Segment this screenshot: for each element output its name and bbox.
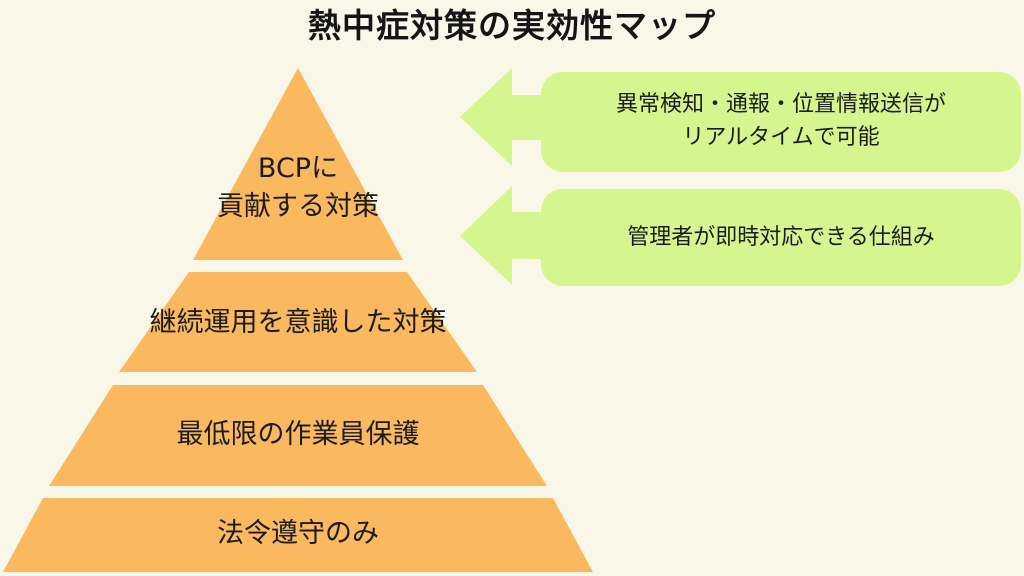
callout-line: 管理者が即時対応できる仕組み — [627, 225, 935, 250]
pyramid-tier-base-label: 法令遵守のみ — [98, 515, 498, 553]
page-title: 熱中症対策の実効性マップ — [308, 6, 716, 45]
callout-line: リアルタイムで可能 — [682, 125, 880, 150]
pyramid-tier-base-shape — [3, 498, 593, 572]
callout-text-1: 異常検知・通報・位置情報送信が リアルタイムで可能 — [546, 88, 1016, 154]
tier-label-line: 最低限の作業員保護 — [176, 419, 420, 450]
callout-arrow-2 — [460, 186, 560, 285]
pyramid-tier-2-shape — [119, 272, 477, 372]
callout-box-2 — [541, 189, 1021, 286]
tier-label-line: 継続運用を意識した対策 — [149, 307, 447, 338]
pyramid-tier-top-label: BCPに 貢献する対策 — [173, 150, 423, 226]
tier-label-line: BCPに — [257, 153, 339, 184]
callout-text-2: 管理者が即時対応できる仕組み — [546, 221, 1016, 254]
pyramid-tier-top-shape — [193, 68, 403, 260]
callout-line: 異常検知・通報・位置情報送信が — [615, 92, 946, 117]
callout-box-1 — [541, 72, 1021, 172]
pyramid-tier-2-label: 継続運用を意識した対策 — [98, 304, 498, 342]
tier-label-line: 法令遵守のみ — [217, 518, 379, 549]
pyramid-tier-3-label: 最低限の作業員保護 — [98, 416, 498, 454]
callout-arrow-1 — [460, 68, 560, 166]
tier-label-line: 貢献する対策 — [217, 191, 379, 222]
pyramid-tier-3-shape — [49, 385, 547, 486]
